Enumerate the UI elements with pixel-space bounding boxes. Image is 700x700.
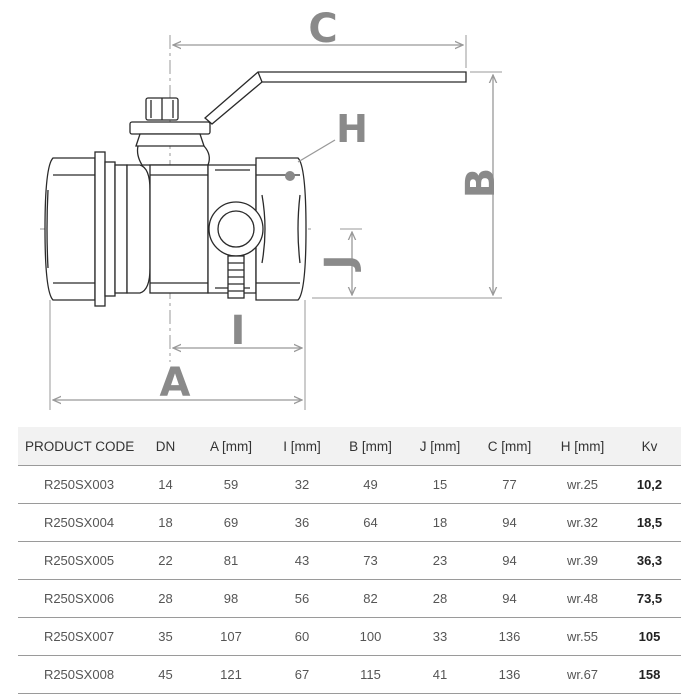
dim-label-A: A (160, 360, 191, 406)
cell-j: 18 (408, 503, 472, 542)
cell-c: 77 (472, 465, 547, 504)
port-marker-dot (285, 171, 295, 181)
cell-c: 136 (472, 655, 547, 694)
cell-h: wr.48 (547, 579, 618, 618)
valve-dimension-drawing: C H B J I A (40, 6, 504, 410)
cell-j: 28 (408, 579, 472, 618)
cell-i: 43 (271, 541, 333, 580)
cell-kv: 36,3 (618, 541, 681, 580)
column-header: J [mm] (408, 427, 472, 466)
cell-product-code: R250SX006 (18, 579, 140, 618)
cell-h: wr.67 (547, 655, 618, 694)
cell-h: wr.39 (547, 541, 618, 580)
valve-body (44, 71, 467, 307)
table-row: R250SX004 18 69 36 64 18 94 wr.32 18,5 (18, 503, 681, 542)
cell-j: 41 (408, 655, 472, 694)
dim-label-C: C (308, 6, 337, 52)
cell-kv: 158 (618, 655, 681, 694)
table-row: R250SX006 28 98 56 82 28 94 wr.48 73,5 (18, 579, 681, 618)
cell-product-code: R250SX005 (18, 541, 140, 580)
dim-label-H: H (336, 107, 368, 151)
extension-lines (49, 35, 502, 410)
cell-product-code: R250SX008 (18, 655, 140, 694)
cell-i: 67 (271, 655, 333, 694)
table-row: R250SX008 45 121 67 115 41 136 wr.67 158 (18, 655, 681, 694)
cell-h: wr.55 (547, 617, 618, 656)
dim-label-B: B (458, 168, 504, 199)
cell-kv: 18,5 (618, 503, 681, 542)
cell-dn: 22 (140, 541, 191, 580)
cell-kv: 10,2 (618, 465, 681, 504)
cell-a: 69 (191, 503, 271, 542)
cell-h: wr.32 (547, 503, 618, 542)
cell-a: 98 (191, 579, 271, 618)
cell-j: 15 (408, 465, 472, 504)
product-spec-table: PRODUCT CODE DN A [mm] I [mm] B [mm] J [… (18, 427, 681, 694)
cell-kv: 105 (618, 617, 681, 656)
table-row: R250SX005 22 81 43 73 23 94 wr.39 36,3 (18, 541, 681, 580)
column-header: DN (140, 427, 191, 466)
cell-dn: 14 (140, 465, 191, 504)
cell-b: 100 (333, 617, 408, 656)
cell-c: 94 (472, 503, 547, 542)
column-header: PRODUCT CODE (18, 427, 140, 466)
column-header: A [mm] (191, 427, 271, 466)
cell-i: 56 (271, 579, 333, 618)
cell-dn: 45 (140, 655, 191, 694)
cell-b: 73 (333, 541, 408, 580)
cell-dn: 18 (140, 503, 191, 542)
column-header: Kv (618, 427, 681, 466)
cell-b: 49 (333, 465, 408, 504)
cell-b: 82 (333, 579, 408, 618)
table-row: R250SX007 35 107 60 100 33 136 wr.55 105 (18, 617, 681, 656)
cell-h: wr.25 (547, 465, 618, 504)
cell-j: 33 (408, 617, 472, 656)
cell-i: 60 (271, 617, 333, 656)
column-header: C [mm] (472, 427, 547, 466)
dimension-lines (53, 45, 493, 400)
cell-product-code: R250SX003 (18, 465, 140, 504)
cell-kv: 73,5 (618, 579, 681, 618)
cell-a: 59 (191, 465, 271, 504)
cell-i: 32 (271, 465, 333, 504)
cell-a: 121 (191, 655, 271, 694)
cell-a: 81 (191, 541, 271, 580)
cell-a: 107 (191, 617, 271, 656)
cell-c: 94 (472, 579, 547, 618)
cell-b: 115 (333, 655, 408, 694)
dim-label-I: I (231, 308, 246, 354)
table-row: R250SX003 14 59 32 49 15 77 wr.25 10,2 (18, 465, 681, 504)
column-header: H [mm] (547, 427, 618, 466)
table-header-row: PRODUCT CODE DN A [mm] I [mm] B [mm] J [… (18, 427, 681, 466)
cell-i: 36 (271, 503, 333, 542)
cell-dn: 35 (140, 617, 191, 656)
dim-label-J: J (317, 255, 363, 273)
cell-c: 136 (472, 617, 547, 656)
cell-product-code: R250SX004 (18, 503, 140, 542)
cell-j: 23 (408, 541, 472, 580)
cell-b: 64 (333, 503, 408, 542)
column-header: B [mm] (333, 427, 408, 466)
cell-product-code: R250SX007 (18, 617, 140, 656)
cell-dn: 28 (140, 579, 191, 618)
column-header: I [mm] (271, 427, 333, 466)
cell-c: 94 (472, 541, 547, 580)
